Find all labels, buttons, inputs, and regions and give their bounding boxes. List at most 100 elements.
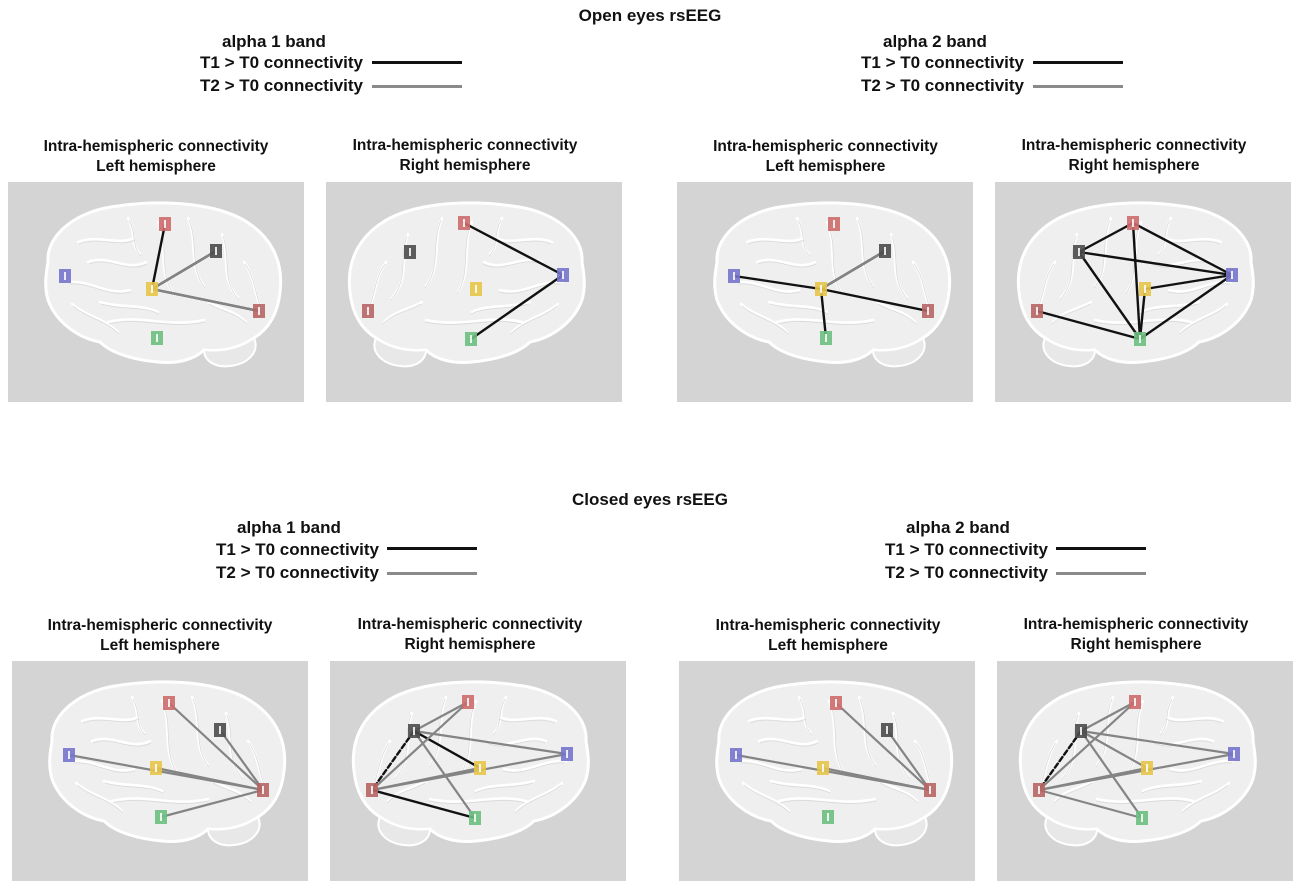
electrode-mark-dark — [1080, 727, 1082, 735]
connectivity-edge-blue-green — [469, 273, 565, 341]
legend-band-label: alpha 2 band — [883, 32, 987, 51]
brain-gyrus — [514, 781, 564, 813]
connectivity-edge-dark-lowred — [370, 729, 416, 792]
legend-t2-swatch — [1056, 572, 1146, 575]
brain-gyrus — [470, 300, 532, 314]
connectivity-edge-dark-lowred — [885, 728, 932, 792]
connectivity-edge-dark-blue — [1079, 729, 1236, 756]
legend-t2-swatch — [1033, 85, 1123, 88]
brain-sulcus — [470, 303, 530, 315]
brain-gyrus — [1163, 236, 1223, 244]
brain-cerebellum — [1042, 336, 1097, 368]
brain-sulcus — [1165, 718, 1223, 724]
panel-open-a2-left — [677, 182, 973, 402]
brain-gyrus — [502, 759, 568, 772]
brain-diagram — [1018, 680, 1257, 847]
brain-sulcus — [76, 784, 124, 814]
brain-sulcus — [1053, 782, 1093, 804]
brain-gyrus — [1051, 300, 1093, 324]
connectivity-edge-dark-yellow — [1079, 729, 1149, 770]
brain-sulcus — [1141, 782, 1201, 794]
panel-open-a2-right — [995, 182, 1291, 402]
panel-closed-a2-left — [679, 661, 975, 881]
electrode-mark-yellow — [479, 764, 481, 772]
connectivity-edge-lowred-green — [370, 788, 477, 820]
brain-sulcus — [78, 239, 136, 245]
brain-sulcus — [394, 714, 412, 780]
brain-sulcus — [1179, 305, 1227, 335]
brain-diagram — [1016, 201, 1255, 368]
brain-sulcus — [72, 305, 120, 335]
electrode-mark-green — [1141, 814, 1143, 822]
connectivity-edge-dark-lowred — [218, 728, 265, 792]
brain-sulcus — [749, 718, 807, 724]
panel-title-line2: Left hemisphere — [765, 158, 886, 175]
panel-title-line2: Right hemisphere — [1070, 636, 1202, 653]
brain-gyrus — [777, 797, 877, 803]
electrode-mark-dark — [886, 726, 888, 734]
electrode-mark-yellow — [1144, 285, 1146, 293]
brain-sulcus — [498, 718, 556, 724]
connectivity-edge-dark-red — [1077, 221, 1135, 254]
electrode-mark-blue — [735, 751, 737, 759]
panel-open-a1-right — [326, 182, 622, 402]
brain-sulcus — [799, 698, 813, 736]
brain-cerebellum — [373, 336, 428, 368]
brain-sulcus — [212, 782, 252, 804]
panel-closed-a1-left — [12, 661, 308, 881]
brain-gyrus — [382, 300, 424, 324]
brain-gyrus — [1165, 715, 1225, 723]
connectivity-edge-yellow-blue — [732, 274, 823, 291]
connectivity-edge-lowred-green — [1037, 788, 1144, 820]
electrode-mark-dark — [219, 726, 221, 734]
brain-gyrus — [1141, 779, 1203, 793]
brain-cerebellum — [206, 815, 261, 847]
brain-sulcus — [739, 762, 803, 773]
legend-t2-label: T2 > T0 connectivity — [200, 76, 363, 95]
electrode-mark-yellow — [475, 285, 477, 293]
legend-t1-swatch — [387, 547, 477, 550]
electrode-mark-blue — [1233, 750, 1235, 758]
brain-sulcus — [72, 762, 136, 773]
connectivity-edge-red-green — [1131, 221, 1142, 341]
electrode-mark-blue — [733, 272, 735, 280]
brain-outline-group — [715, 680, 954, 847]
brain-sulcus — [771, 782, 831, 794]
brain-gyrus — [80, 715, 140, 723]
connectivity-edge-yellow-dark — [819, 249, 887, 291]
brain-sulcus — [108, 321, 206, 325]
brain-diagram — [347, 201, 586, 368]
connectivity-edge-yellow-blue — [1143, 273, 1234, 291]
electrode-mark-red — [1132, 219, 1134, 227]
legend-t1-label: T1 > T0 connectivity — [200, 53, 363, 72]
brain-gyrus — [747, 715, 807, 723]
open-eyes-title: Open eyes rsEEG — [578, 6, 722, 25]
brain-cerebellum — [871, 336, 926, 368]
connectivity-edge-yellow-lowred — [154, 766, 265, 792]
brain-gyrus — [76, 236, 136, 244]
legend-t1-label: T1 > T0 connectivity — [885, 540, 1048, 559]
brain-gyrus — [1181, 781, 1231, 813]
brain-sulcus — [482, 261, 542, 268]
connectivity-edge-red-blue — [1131, 221, 1234, 277]
electrode-mark-blue — [68, 751, 70, 759]
brain-gyrus — [769, 779, 831, 793]
electrode-mark-lowred — [262, 786, 264, 794]
legend-band-label: alpha 2 band — [906, 518, 1010, 537]
panel-title-line2: Right hemisphere — [404, 636, 536, 653]
brain-sulcus — [757, 261, 817, 268]
electrode-mark-green — [470, 335, 472, 343]
brain-sulcus — [1139, 303, 1199, 315]
brain-sulcus — [1061, 714, 1079, 780]
brain-sulcus — [82, 718, 140, 724]
brain-sulcus — [68, 283, 132, 294]
brain-sulcus — [456, 223, 472, 295]
brain-sulcus — [879, 782, 919, 804]
panel-title-line1: Intra-hemispheric connectivity — [47, 617, 273, 634]
electrode-mark-blue — [566, 750, 568, 758]
legend-open-alpha2: alpha 2 band T1 > T0 connectivity T2 > T… — [840, 30, 1130, 100]
electrode-mark-yellow — [820, 285, 822, 293]
brain-sulcus — [893, 714, 911, 780]
legend-closed-alpha1: alpha 1 band T1 > T0 connectivity T2 > T… — [195, 516, 485, 586]
brain-sulcus — [797, 219, 811, 257]
